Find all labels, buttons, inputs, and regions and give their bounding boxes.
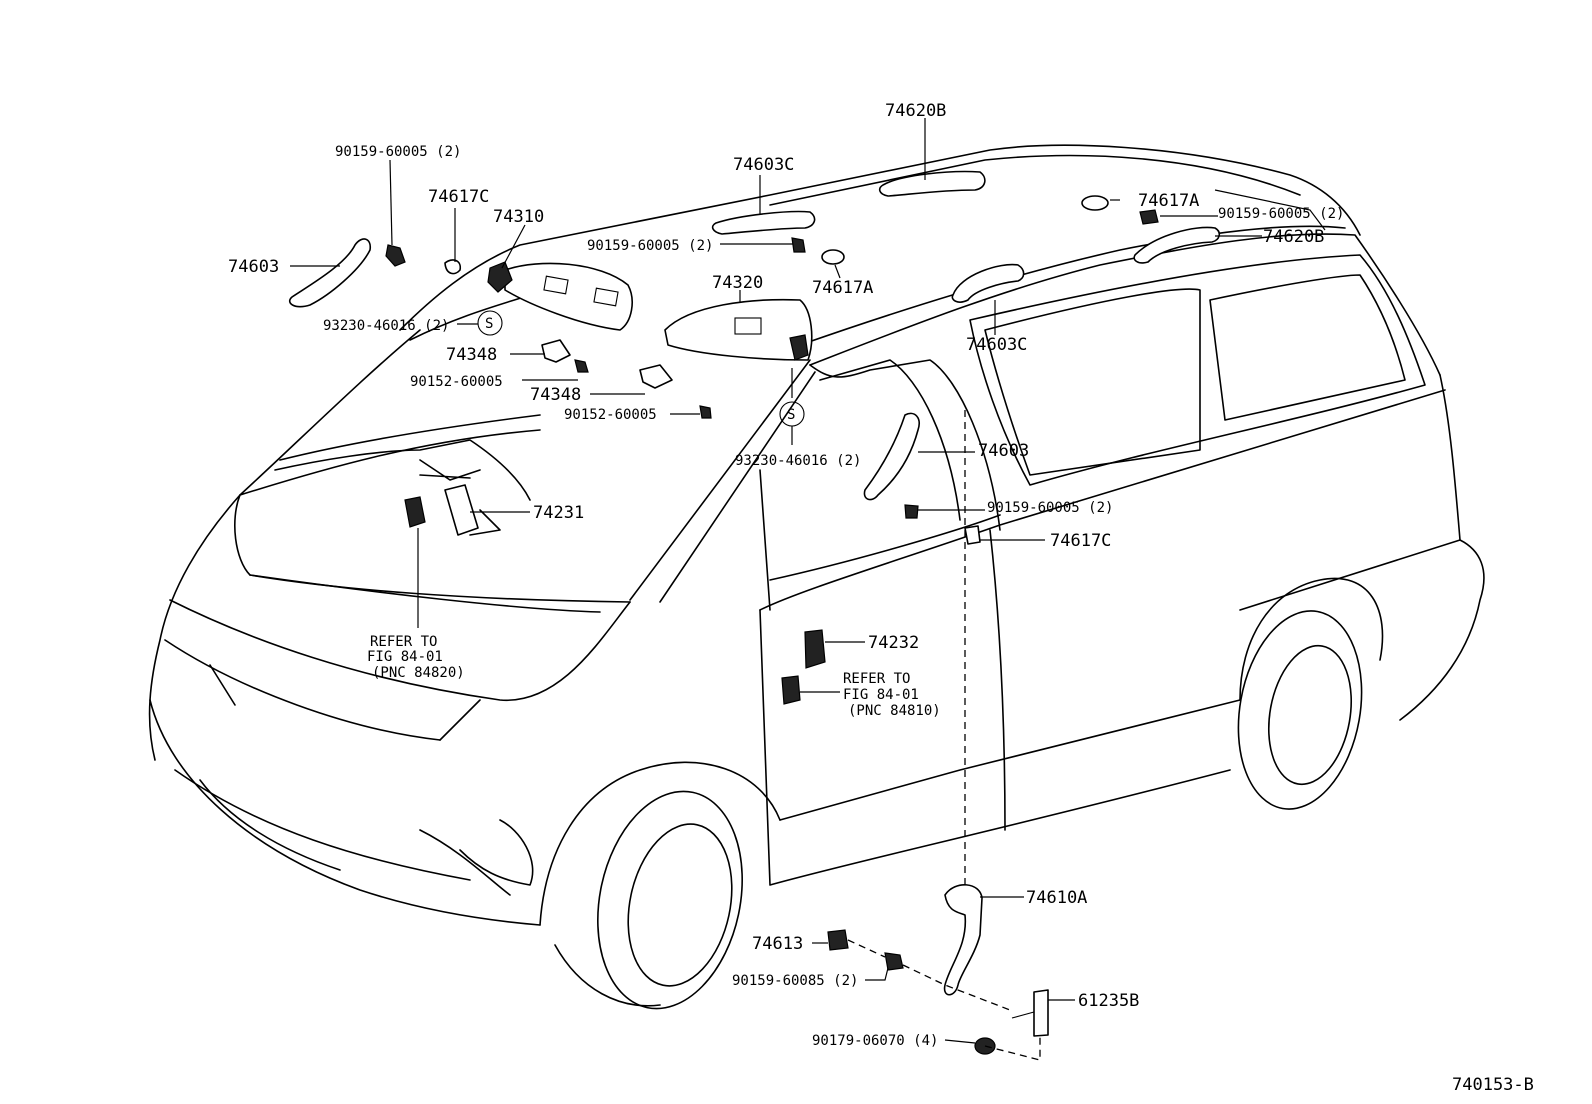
visor-bracket-right xyxy=(789,334,809,361)
cap-74617a-right xyxy=(1081,195,1109,211)
assist-grip-74610a xyxy=(943,884,983,996)
assist-grip-74620b-right xyxy=(1133,226,1221,264)
label-74617c-a: 74617C xyxy=(428,187,489,207)
label-93230-a: 93230-46016 (2) xyxy=(323,318,449,334)
bracket-74613 xyxy=(827,929,849,951)
refer-right-line-3: (PNC 84810) xyxy=(848,703,941,719)
visor-holder-74348-b xyxy=(639,364,673,389)
refer-right-line-2: FIG 84-01 xyxy=(843,687,919,703)
screw-90159-left xyxy=(385,244,406,267)
label-90159-c: 90159-60005 (2) xyxy=(1218,206,1344,222)
leader-lines xyxy=(290,118,1326,1044)
assist-grip-74603c-right xyxy=(951,263,1025,303)
label-74613: 74613 xyxy=(752,934,803,954)
label-74610a: 74610A xyxy=(1026,888,1087,908)
label-74603-right: 74603 xyxy=(978,441,1029,461)
label-s-b: S xyxy=(787,407,795,423)
screw-90159-right xyxy=(1139,209,1159,225)
assist-grip-74603-pillar xyxy=(863,412,920,501)
label-90159-b: 90159-60005 (2) xyxy=(587,238,713,254)
label-61235b: 61235B xyxy=(1078,991,1139,1011)
label-74310: 74310 xyxy=(493,207,544,227)
label-93230-b: 93230-46016 (2) xyxy=(735,453,861,469)
bracket-61235b xyxy=(1033,989,1049,1037)
label-90159-d: 90159-60005 (2) xyxy=(987,500,1113,516)
label-74603-left: 74603 xyxy=(228,257,279,277)
label-90152-a: 90152-60005 xyxy=(410,374,503,390)
label-90179: 90179-06070 (4) xyxy=(812,1033,938,1049)
lamp-74231 xyxy=(444,484,479,536)
label-74617c-b: 74617C xyxy=(1050,531,1111,551)
label-74231: 74231 xyxy=(533,503,584,523)
part-labels: 74620B 74603C 90159-60005 (2) 74617C 743… xyxy=(228,101,1344,1049)
label-74617a-right: 74617A xyxy=(1138,191,1199,211)
assist-grip-74603c-top xyxy=(711,210,816,235)
label-74617a-mid: 74617A xyxy=(812,278,873,298)
label-90152-b: 90152-60005 xyxy=(564,407,657,423)
label-74620b-right: 74620B xyxy=(1263,227,1324,247)
diagram-id: 740153-B xyxy=(1452,1075,1534,1095)
label-74348-b: 74348 xyxy=(530,385,581,405)
screw-90159-pillar xyxy=(904,504,919,519)
label-74603c-right: 74603C xyxy=(966,335,1027,355)
label-74348-a: 74348 xyxy=(446,345,497,365)
refer-right: REFER TO FIG 84-01 (PNC 84810) xyxy=(843,671,941,719)
label-90159-e: 90159-60085 (2) xyxy=(732,973,858,989)
bolt-90159-60085 xyxy=(884,952,904,971)
cap-74617c-right xyxy=(964,525,981,545)
visor-holder-74348-a xyxy=(541,339,571,363)
label-90159-a: 90159-60005 (2) xyxy=(335,144,461,160)
refer-left-line-2: FIG 84-01 xyxy=(367,649,443,665)
label-74603c-top: 74603C xyxy=(733,155,794,175)
label-74620b-top: 74620B xyxy=(885,101,946,121)
cap-74617c-left xyxy=(444,259,462,275)
label-74232: 74232 xyxy=(868,633,919,653)
refer-left-line-3: (PNC 84820) xyxy=(372,665,465,681)
assist-grip-74620b-top xyxy=(878,170,986,197)
switch-front xyxy=(404,496,426,528)
refer-right-line-1: REFER TO xyxy=(843,671,910,687)
refer-left: REFER TO FIG 84-01 (PNC 84820) xyxy=(367,634,465,681)
switch-side xyxy=(781,675,801,705)
assist-grip-74603-left xyxy=(288,238,372,308)
visor-bracket-left xyxy=(487,261,513,293)
label-s-a: S xyxy=(485,316,493,332)
cap-74617a-mid xyxy=(821,249,845,265)
refer-left-line-1: REFER TO xyxy=(370,634,437,650)
van-body-outline xyxy=(148,144,1485,1010)
switch-74232 xyxy=(804,629,826,669)
label-74320: 74320 xyxy=(712,273,763,293)
parts xyxy=(288,170,1221,1061)
screw-90159-mid xyxy=(791,237,806,253)
sun-visor-74320 xyxy=(664,298,813,361)
sun-visor-74310 xyxy=(504,262,633,331)
